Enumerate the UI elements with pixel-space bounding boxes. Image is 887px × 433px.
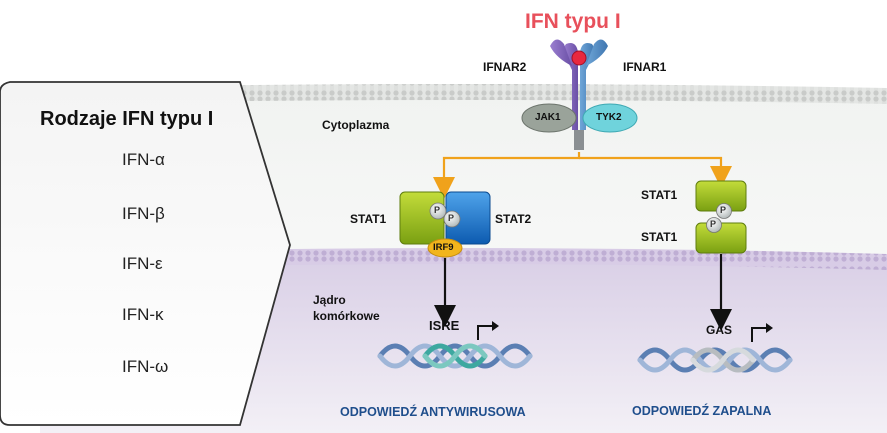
phospho-label: P: [434, 205, 441, 215]
transcription-arrow-right: [751, 327, 768, 342]
ifn-types-panel: [0, 81, 291, 426]
phospho-left-1: [429, 202, 447, 220]
irf9-shape: [427, 238, 463, 258]
ifnar2-label: IFNAR2: [483, 60, 527, 74]
ifn-type-item: IFN-ε: [122, 254, 163, 273]
phospho-label: P: [448, 213, 455, 223]
signal-arrow-left: [433, 152, 581, 199]
phospho-label: P: [710, 219, 717, 229]
cell-membrane: [40, 84, 887, 104]
stat1-left-label: STAT1: [350, 212, 387, 226]
ifnar1-label: IFNAR1: [623, 60, 667, 74]
ifn-type-item: IFN-β: [122, 204, 165, 223]
ifnar-receptor: [550, 39, 608, 150]
gas-label: GAS: [706, 323, 733, 337]
phospho-right-2: [706, 217, 722, 233]
phospho-right-1: [716, 203, 732, 219]
stat2-label: STAT2: [495, 212, 532, 226]
inflammatory-response-label: ODPOWIEDŹ ZAPALNA: [632, 404, 772, 418]
stat1-top-label: STAT1: [641, 188, 678, 202]
tyk2-label: TYK2: [596, 112, 622, 123]
signal-arrow-right: [579, 156, 732, 188]
ifn-type-item: IFN-α: [122, 150, 165, 169]
nucleus-label-2: komórkowe: [313, 309, 380, 323]
tyk2-shape: [582, 103, 638, 133]
antiviral-response-label: ODPOWIEDŹ ANTYWIRUSOWA: [340, 405, 526, 419]
jak1-shape: [521, 103, 577, 133]
cytoplasm-label: Cytoplazma: [322, 118, 390, 132]
transcription-arrow-left: [477, 325, 494, 340]
figure-title: IFN typu I: [525, 10, 621, 33]
dna-right: [637, 347, 793, 373]
dna-left: [377, 343, 533, 369]
jak1-label: JAK1: [535, 112, 561, 123]
isre-label: ISRE: [429, 318, 460, 333]
phospho-label: P: [720, 205, 727, 215]
phospho-left-2: [443, 210, 461, 228]
ifn-type-item: IFN-ω: [122, 357, 169, 376]
ifn-type-item: IFN-κ: [122, 305, 164, 324]
nucleus-label-1: Jądro: [313, 293, 346, 307]
irf9-label: IRF9: [433, 242, 454, 253]
panel-heading: Rodzaje IFN typu I: [40, 108, 214, 130]
stat1-bottom-label: STAT1: [641, 230, 678, 244]
